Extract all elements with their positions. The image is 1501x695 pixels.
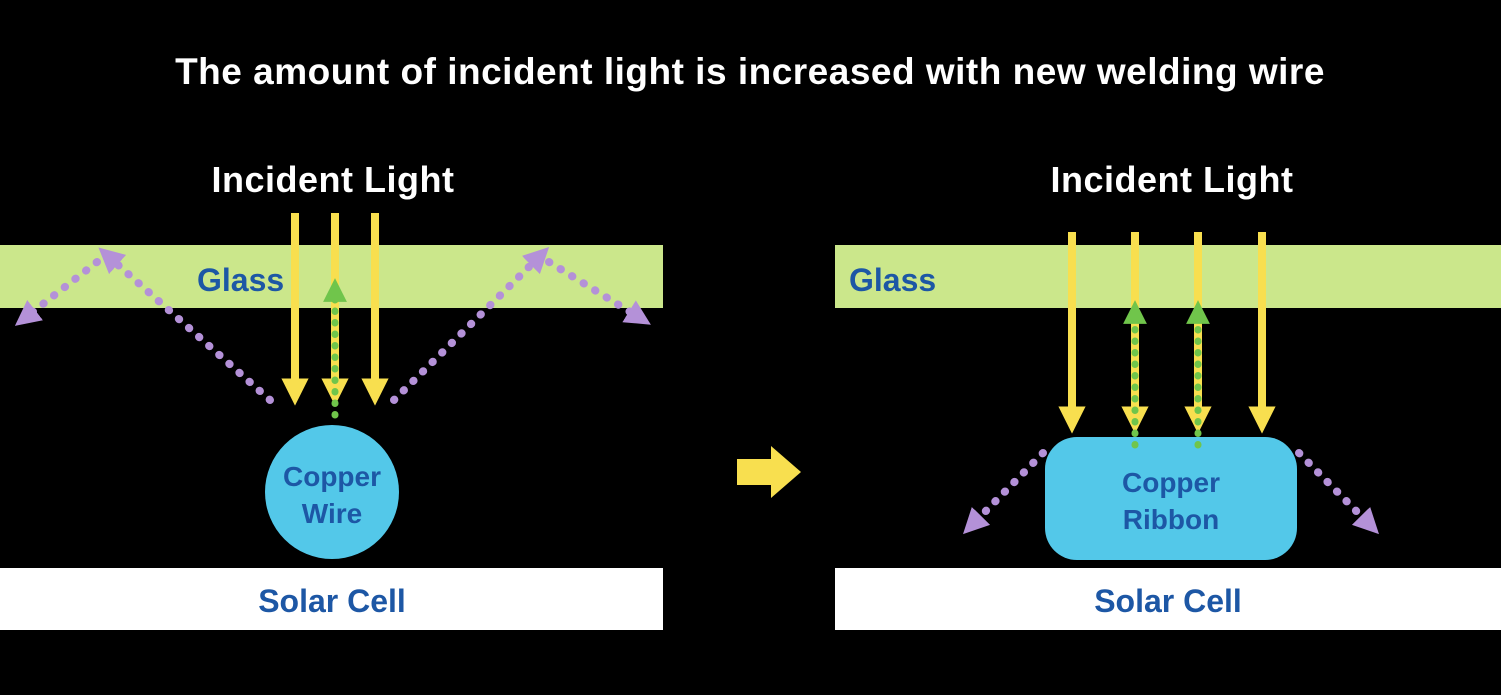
copper-wire-circle	[265, 425, 399, 559]
left-solar-cell-label: Solar Cell	[258, 583, 406, 619]
left-scatter-arrow-out-right	[545, 258, 651, 325]
left-glass-label: Glass	[197, 262, 284, 298]
right-glass-band	[835, 245, 1501, 308]
copper-ribbon-label-line2: Ribbon	[1123, 504, 1219, 535]
transition-arrow-icon	[737, 446, 801, 498]
right-solar-cell	[835, 568, 1501, 630]
left-scatter-arrow-out-left	[14, 258, 101, 326]
right-scatter-arrow-left	[963, 449, 1047, 535]
right-panel: Incident Light Glass Copper Ribbon Solar…	[835, 159, 1501, 630]
left-incident-light-label: Incident Light	[212, 159, 455, 200]
left-solar-cell	[0, 568, 663, 630]
copper-ribbon-label-line1: Copper	[1122, 467, 1220, 498]
right-glass-label: Glass	[849, 262, 936, 298]
copper-wire-label-line1: Copper	[283, 461, 381, 492]
right-solar-cell-label: Solar Cell	[1094, 583, 1242, 619]
copper-ribbon-rect	[1045, 437, 1297, 560]
copper-wire-label-line2: Wire	[302, 498, 362, 529]
left-scatter-arrow-up-left	[98, 247, 274, 404]
left-panel: Incident Light Glass Copper Wire Solar C…	[0, 159, 663, 630]
right-incident-light-label: Incident Light	[1051, 159, 1294, 200]
right-scatter-arrow-right	[1295, 449, 1379, 535]
page-title: The amount of incident light is increase…	[175, 51, 1325, 92]
